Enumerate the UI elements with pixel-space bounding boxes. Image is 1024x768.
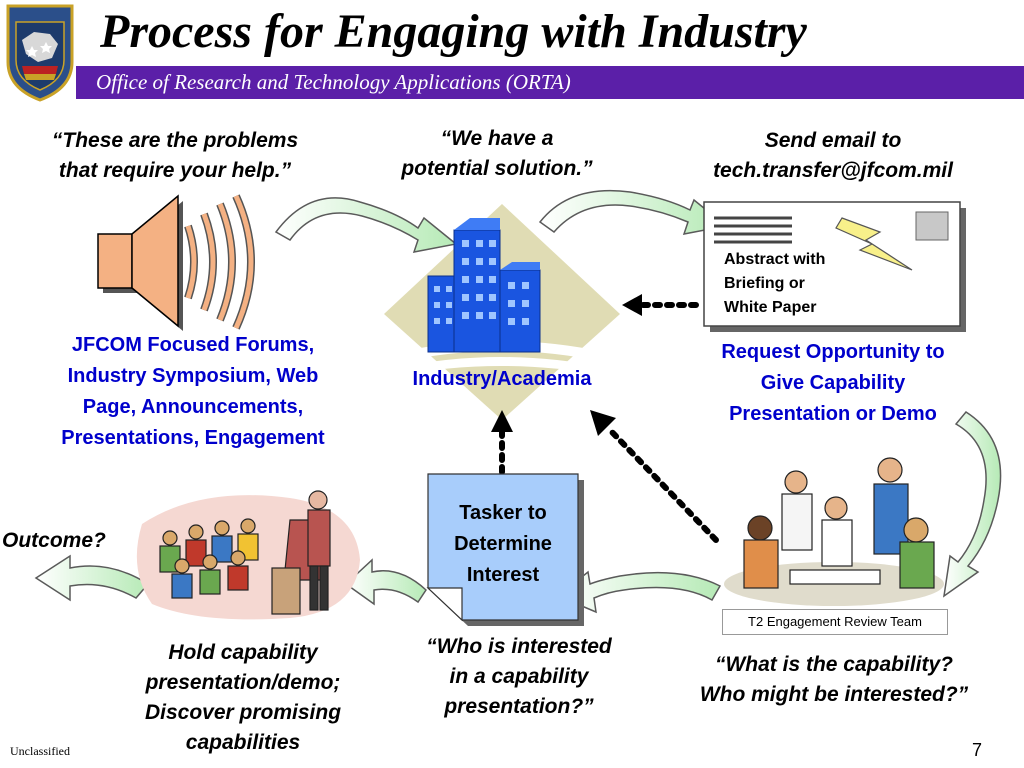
email-label: Send email to tech.transfer@jfcom.mil <box>680 126 986 186</box>
forums-label-line: Presentations, Engagement <box>61 427 325 449</box>
what-capability-line: Who might be interested?” <box>699 683 969 706</box>
dotted-arrow-tasker-to-industry <box>491 410 513 475</box>
hold-label-line: Discover promising <box>144 701 342 724</box>
tasker-label-line: Determine <box>454 533 552 555</box>
arrow-tasker-to-presentation <box>344 558 427 606</box>
forums-label-line: Page, Announcements, <box>82 396 304 418</box>
arrow-presentation-to-outcome <box>34 554 150 602</box>
presentation-audience-icon <box>136 490 360 620</box>
solution-quote: “We have a potential solution.” <box>362 124 632 184</box>
tasker-label-line: Tasker to <box>459 502 547 524</box>
classification-label: Unclassified <box>10 744 70 758</box>
envelope-label-line: Abstract with <box>724 251 826 268</box>
problems-quote: “These are the problems that require you… <box>16 126 334 186</box>
request-label-line: Presentation or Demo <box>729 403 937 425</box>
arrow-request-to-team <box>942 411 1002 598</box>
envelope-label-line: Briefing or <box>724 275 805 292</box>
lightning-icon <box>835 217 913 271</box>
forums-label-line: JFCOM Focused Forums, <box>71 334 315 356</box>
forums-label-line: Industry Symposium, Web <box>67 365 319 387</box>
arrow-speaker-to-industry <box>274 197 458 253</box>
envelope-label-line: White Paper <box>724 299 817 316</box>
hold-label-line: presentation/demo; <box>145 671 341 694</box>
hold-label-line: Hold capability <box>168 641 318 664</box>
dotted-arrow-email-to-envelope <box>622 294 699 316</box>
industry-building-icon <box>384 204 620 420</box>
envelope-icon <box>703 201 966 332</box>
outcome-label: Outcome? <box>2 529 106 552</box>
problems-quote-line: “These are the problems <box>51 129 299 152</box>
team-label: T2 Engagement Review Team <box>722 609 948 635</box>
request-label-line: Give Capability <box>760 372 906 394</box>
request-label: Request Opportunity to Give Capability P… <box>682 337 984 430</box>
speaker-icon <box>97 194 255 331</box>
tasker-box-shape <box>426 473 584 626</box>
subtitle-bar <box>76 66 1024 99</box>
who-interested-line: in a capability <box>449 665 589 688</box>
request-label-line: Request Opportunity to <box>721 341 945 363</box>
arrow-industry-to-email <box>538 189 728 235</box>
email-label-line: Send email to <box>764 129 902 152</box>
forums-label: JFCOM Focused Forums, Industry Symposium… <box>18 330 368 454</box>
page-title: Process for Engaging with Industry <box>100 5 807 58</box>
jfcom-seal-icon <box>6 4 74 102</box>
review-team-icon <box>724 457 944 606</box>
page-subtitle: Office of Research and Technology Applic… <box>96 70 571 94</box>
who-interested-quote: “Who is interested in a capability prese… <box>394 632 644 722</box>
page-number: 7 <box>972 740 983 760</box>
who-interested-line: “Who is interested <box>426 635 612 658</box>
who-interested-line: presentation?” <box>444 695 594 718</box>
problems-quote-line: that require your help.” <box>58 159 292 182</box>
what-capability-quote: “What is the capability? Who might be in… <box>656 650 1012 710</box>
tasker-label-line: Interest <box>466 564 540 586</box>
envelope-label: Abstract with Briefing or White Paper <box>724 248 825 320</box>
solution-quote-line: “We have a <box>440 127 554 150</box>
hold-label-line: capabilities <box>185 731 301 754</box>
industry-label: Industry/Academia <box>412 368 592 390</box>
solution-quote-line: potential solution.” <box>401 157 593 180</box>
dotted-arrow-team-to-industry <box>590 410 719 543</box>
what-capability-line: “What is the capability? <box>714 653 954 676</box>
tasker-label: Tasker to Determine Interest <box>428 498 578 591</box>
hold-label: Hold capability presentation/demo; Disco… <box>116 638 370 758</box>
email-address: tech.transfer@jfcom.mil <box>713 159 953 182</box>
